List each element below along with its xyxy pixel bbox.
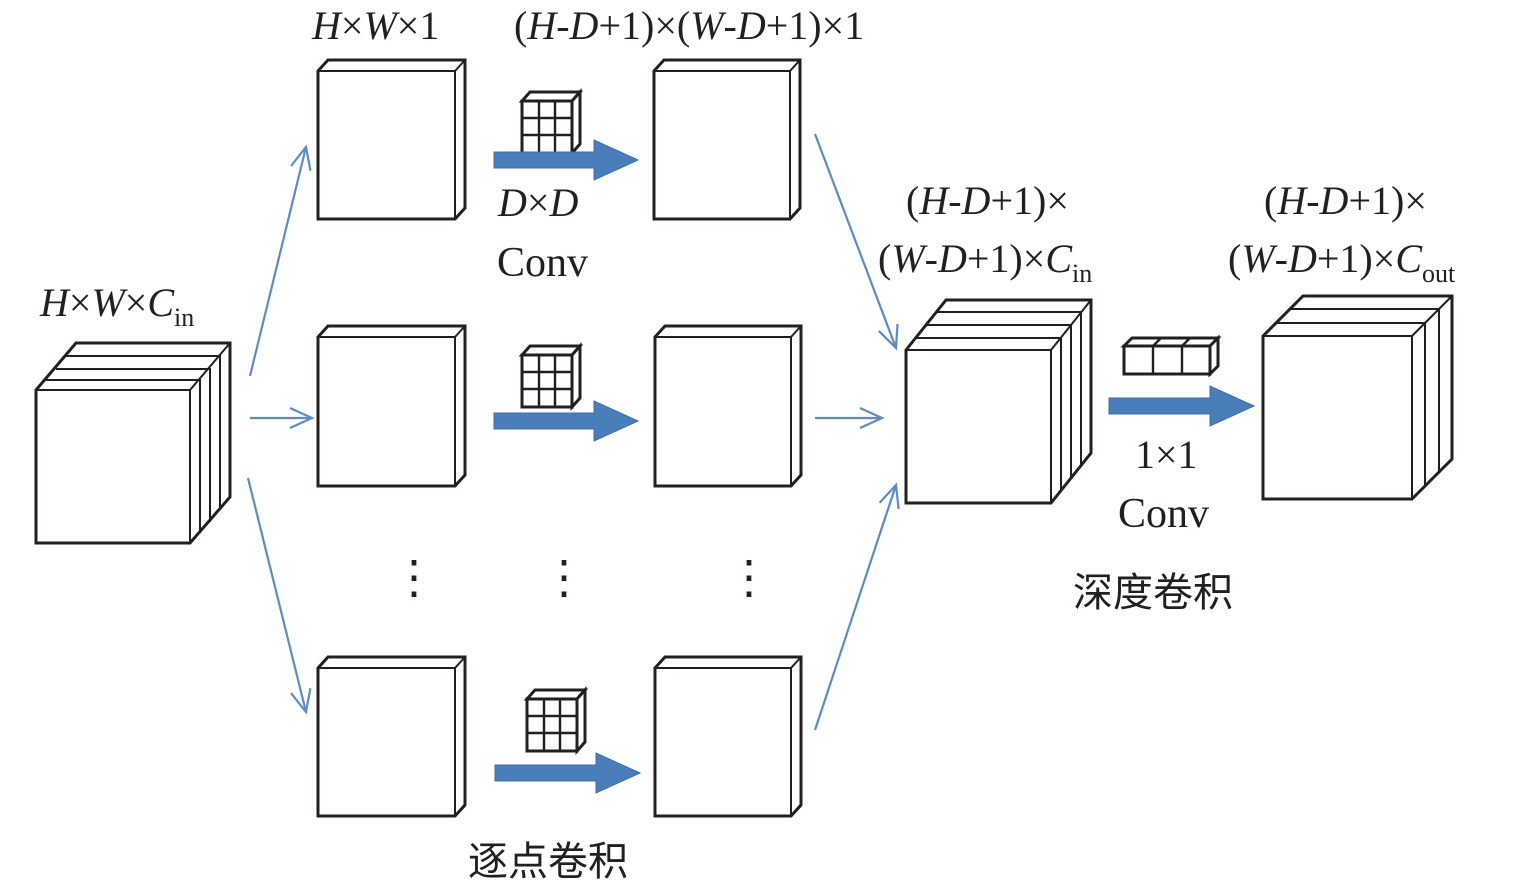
depthwise-output-label-line2: (W-D+1)×Cin [878,236,1092,288]
pointwise-conv-label: Conv [1118,491,1209,537]
channel-slice-out-3 [653,655,803,818]
conv-arrow-1 [493,139,640,181]
kernel-grid-icon-3 [523,686,589,755]
kernel-grid-icon-1 [518,88,584,157]
output-dims-label-line1: (H-D+1)× [1264,178,1427,223]
ellipsis-column-1: ⋮ [391,552,437,603]
kernel-size-label: D×D [497,180,578,225]
merge-arrow-top [813,133,899,351]
conv-arrow-3 [494,752,642,794]
kernel-grid-icon-2 [518,342,584,411]
channel-slice-out-2 [653,324,803,488]
output-dims-label-line2: (W-D+1)×Cout [1228,236,1456,288]
input-feature-stack [34,341,232,545]
ellipsis-column-2: ⋮ [541,552,587,603]
pointwise-kernel-label: 1×1 [1135,432,1198,477]
kernel-conv-label: Conv [497,240,588,286]
split-arrow-top [248,144,312,377]
single-channel-input-label: H×W×1 [311,3,439,48]
pointwise-conv-arrow [1108,385,1256,427]
channel-slice-in-2 [316,324,467,488]
single-channel-output-label: (H-D+1)×(W-D+1)×1 [514,3,864,48]
depthwise-output-stack [904,298,1093,505]
output-feature-stack [1261,294,1454,501]
depthwise-output-label-line1: (H-D+1)× [906,178,1069,223]
channel-slice-in-1 [316,58,467,221]
caption-pointwise: 逐点卷积 [468,839,628,885]
channel-slice-out-1 [652,58,802,221]
input-dims-label: H×W×Cin [39,280,194,332]
ellipsis-column-3: ⋮ [726,552,772,603]
channel-slice-in-3 [316,655,467,818]
split-arrow-bottom [246,477,312,715]
caption-depthwise: 深度卷积 [1073,570,1233,616]
merge-arrow-bottom [813,482,900,731]
pointwise-kernel-icon [1120,334,1222,378]
conv-arrow-2 [493,400,640,442]
